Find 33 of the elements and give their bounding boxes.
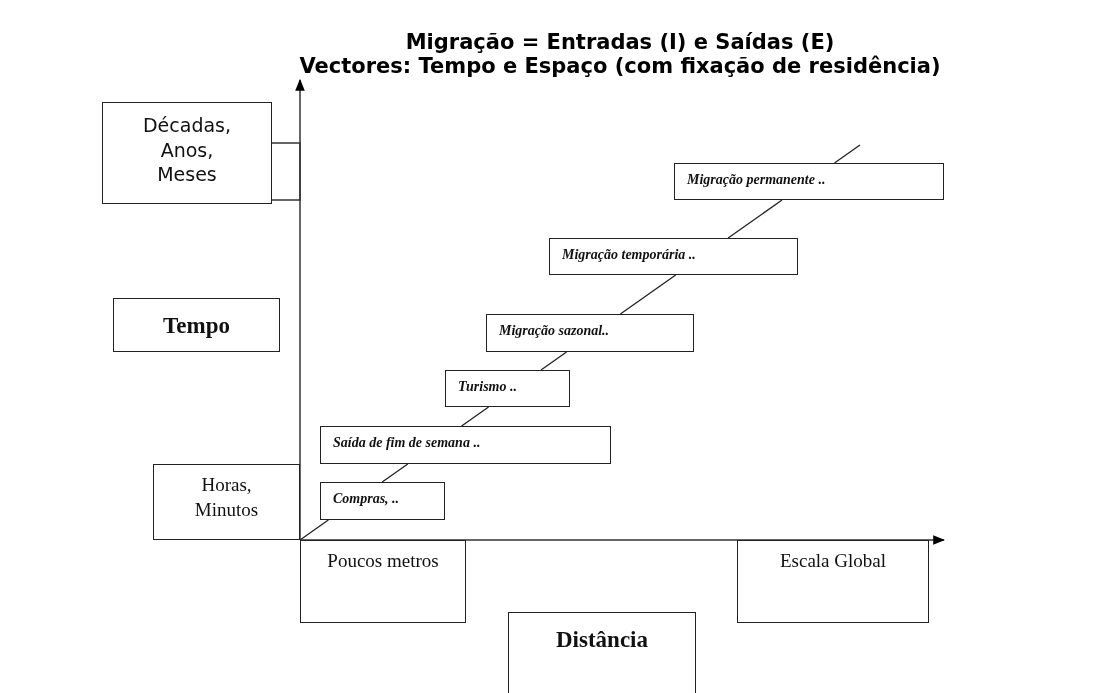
scale-label: Escala Global — [779, 549, 886, 573]
subtitle: Vectores: Tempo e Espaço (com fixação de residência) — [298, 54, 942, 78]
migration-type-box — [320, 482, 445, 520]
migration-type: Migração sazonal.. — [499, 323, 610, 339]
axis-title-box — [508, 612, 696, 693]
scale-label: Horas, Minutos — [193, 473, 260, 522]
connector-line — [460, 406, 490, 427]
migration-type: Saída de fim de semana .. — [333, 435, 481, 451]
connector-line — [299, 519, 329, 541]
connector-line — [619, 274, 677, 315]
migration-type-box — [445, 370, 570, 407]
scale-box — [737, 540, 929, 623]
migration-type: Migração permanente .. — [687, 172, 826, 188]
migration-type-box — [674, 163, 944, 200]
connector-line — [381, 463, 409, 483]
migration-type-box — [486, 314, 694, 352]
scale-label: Décadas, Anos, Meses — [141, 113, 233, 188]
scale-box — [300, 540, 466, 623]
migration-type-box — [549, 238, 798, 275]
migration-type: Migração temporária .. — [562, 247, 696, 263]
migration-type-box — [320, 426, 611, 464]
scale-box — [102, 102, 272, 204]
connector-line — [833, 144, 861, 164]
connector-line — [540, 351, 568, 371]
title: Migração = Entradas (I) e Saídas (E) — [404, 30, 836, 54]
axis-title: Distância — [556, 627, 648, 653]
scale-box — [153, 464, 300, 540]
connector-line — [727, 199, 783, 239]
scale-label: Poucos metros — [327, 549, 439, 573]
axis-title: Tempo — [163, 313, 230, 339]
migration-type: Compras, .. — [333, 491, 400, 507]
migration-type: Turismo .. — [458, 379, 517, 395]
axis-title-box — [113, 298, 280, 352]
